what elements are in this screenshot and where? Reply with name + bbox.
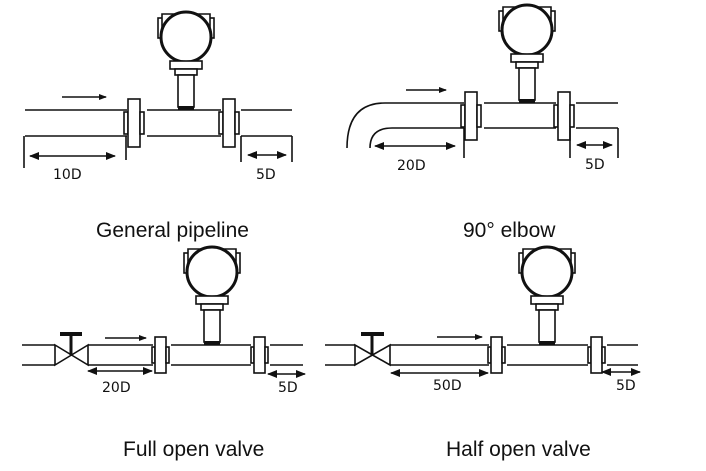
- caption-general-pipeline: General pipeline: [96, 219, 249, 242]
- upstream-distance-label: 20D: [102, 380, 131, 396]
- panel-full-open-valve: 20D 5D: [22, 245, 306, 396]
- gate-valve-icon: [54, 332, 89, 367]
- panel-general-pipeline: 10D 5D: [23, 10, 293, 183]
- caption-half-open-valve: Half open valve: [446, 438, 591, 461]
- caption-elbow-90: 90° elbow: [463, 219, 556, 242]
- panel-half-open-valve: 50D 5D: [325, 245, 641, 394]
- downstream-distance-label: 5D: [278, 380, 298, 396]
- gate-valve-icon: [354, 332, 391, 367]
- panel-elbow-90: 20D 5D: [346, 3, 619, 174]
- outlet-flange: [218, 98, 240, 148]
- downstream-distance-label: 5D: [585, 157, 605, 173]
- inlet-flange: [123, 98, 145, 148]
- downstream-distance-label: 5D: [616, 378, 636, 394]
- upstream-distance-label: 10D: [53, 167, 82, 183]
- outlet-flange: [250, 336, 269, 374]
- upstream-distance-label: 50D: [433, 378, 462, 394]
- flow-meter-transmitter-icon: [182, 245, 242, 347]
- caption-full-open-valve: Full open valve: [123, 438, 265, 461]
- pipe: [22, 344, 303, 366]
- flow-meter-transmitter-icon: [156, 10, 216, 112]
- inlet-flange: [151, 336, 170, 374]
- downstream-distance-label: 5D: [256, 167, 276, 183]
- flow-meter-transmitter-icon: [497, 3, 557, 105]
- pipe-with-elbow: [346, 102, 618, 149]
- flow-meter-transmitter-icon: [517, 245, 577, 347]
- outlet-flange: [587, 336, 606, 374]
- outlet-flange: [553, 91, 575, 141]
- pipe: [25, 109, 292, 137]
- inlet-flange: [487, 336, 506, 374]
- upstream-distance-label: 20D: [397, 158, 426, 174]
